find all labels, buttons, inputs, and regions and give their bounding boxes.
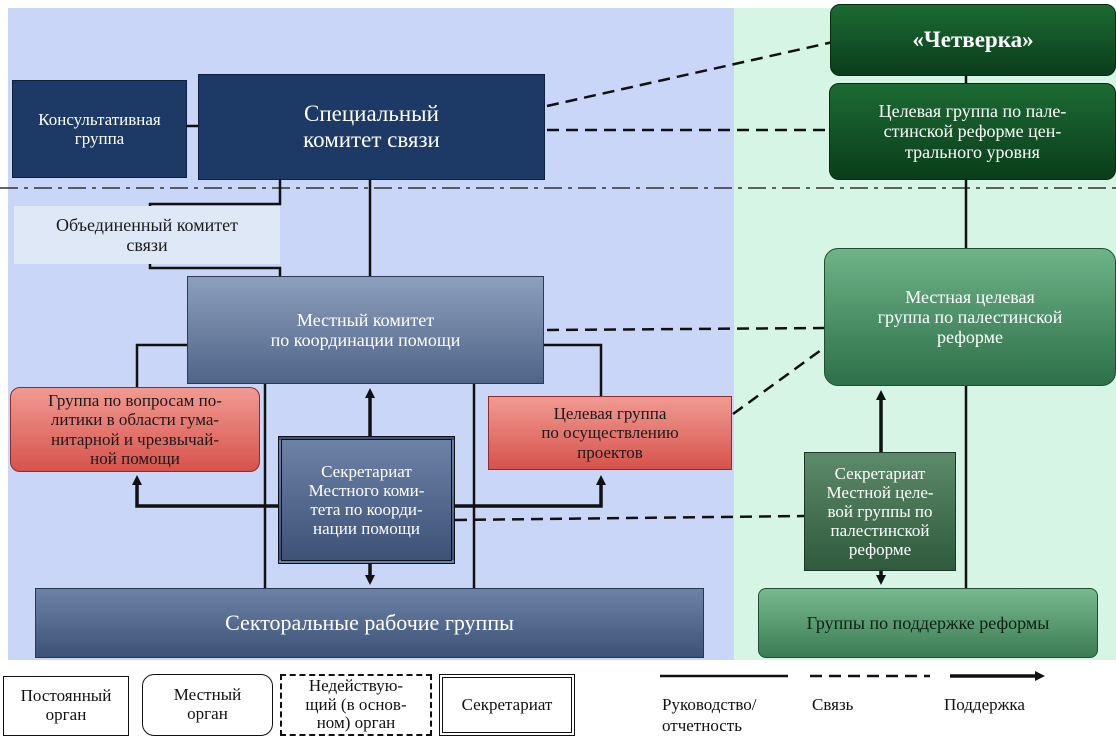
legend-management-label: Руководство/ отчетность xyxy=(662,695,757,736)
legend-link-label: Связь xyxy=(812,695,854,714)
quartet-box: «Четверка» xyxy=(830,4,1116,76)
legend-permanent-body: Постоянный орган xyxy=(3,676,129,736)
legend-inactive-body: Недействую- щий (в основ- ном) орган xyxy=(280,674,432,736)
dash-special-quartet xyxy=(546,40,834,108)
dash-local-localtf xyxy=(546,326,826,332)
legend-secretariat: Секретариат xyxy=(439,674,575,736)
project-task-force-box: Целевая группа по осуществлению проектов xyxy=(488,396,732,470)
consultative-group-box: Консультативная группа xyxy=(12,80,187,178)
dash-project-localtf xyxy=(732,343,829,416)
secretariat-task-force-box: Секретариат Местной целе- вой группы по … xyxy=(804,452,956,571)
local-task-force-box: Местная целевая группа по палестинской р… xyxy=(824,248,1116,386)
special-committee-box: Специальный комитет связи xyxy=(198,74,545,180)
link-local-humanitarian xyxy=(135,343,188,387)
reform-support-groups-box: Группы по поддержке реформы xyxy=(758,588,1098,658)
sectoral-groups-box: Секторальные рабочие группы xyxy=(35,588,704,658)
legend-support-label: Поддержка xyxy=(944,695,1025,714)
link-local-project xyxy=(543,343,603,396)
top-strip xyxy=(0,0,1116,8)
central-task-force-box: Целевая группа по пале- стинской реформе… xyxy=(829,83,1116,180)
dash-sec-sectf xyxy=(454,514,805,522)
legend-local-body: Местный орган xyxy=(142,674,273,736)
local-committee-box: Местный комитет по координации помощи xyxy=(187,276,544,384)
arrow-sec-to-humanitarian xyxy=(132,475,280,508)
arrow-sec-to-project xyxy=(455,475,606,508)
secretariat-local-committee-box: Секретариат Местного коми- тета по коорд… xyxy=(278,436,455,564)
humanitarian-group-box: Группа по вопросам по- литики в области … xyxy=(10,387,260,472)
joint-committee-box: Объединенный комитет связи xyxy=(14,206,280,264)
